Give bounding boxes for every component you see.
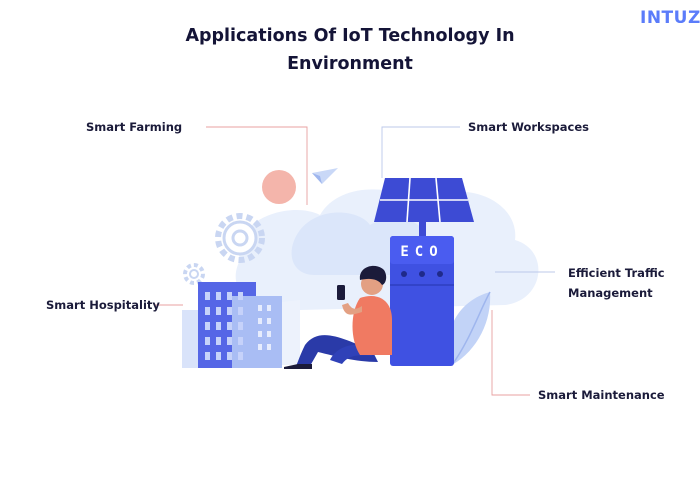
label-smart-farming: Smart Farming bbox=[86, 120, 183, 134]
gear-icon bbox=[215, 213, 265, 263]
leader-lines bbox=[154, 126, 530, 396]
leader-line-smart-workspaces bbox=[381, 126, 460, 178]
label-smart-workspaces: Smart Workspaces bbox=[468, 120, 589, 134]
leader-lines-blue bbox=[381, 126, 555, 273]
solar-panel bbox=[374, 177, 474, 236]
person-with-phone bbox=[284, 265, 392, 369]
label-smart-maintenance: Smart Maintenance bbox=[538, 388, 665, 402]
page-title: Applications Of IoT Technology In Enviro… bbox=[185, 26, 515, 74]
leader-line-smart-farming bbox=[206, 126, 308, 205]
buildings bbox=[182, 282, 282, 368]
sun-circle bbox=[262, 170, 296, 204]
eco-sign-text: ECO bbox=[400, 244, 443, 260]
brand-logo: INTUZ bbox=[640, 8, 700, 28]
eco-station bbox=[390, 236, 454, 366]
small-gear-icon bbox=[183, 263, 205, 285]
leader-line-smart-maintenance bbox=[491, 310, 530, 396]
paper-plane-icon bbox=[312, 168, 338, 184]
plant-leaves bbox=[448, 291, 491, 366]
label-smart-hospitality: Smart Hospitality bbox=[46, 298, 160, 312]
label-efficient-traffic-management: Efficient Traffic Management bbox=[568, 266, 665, 300]
